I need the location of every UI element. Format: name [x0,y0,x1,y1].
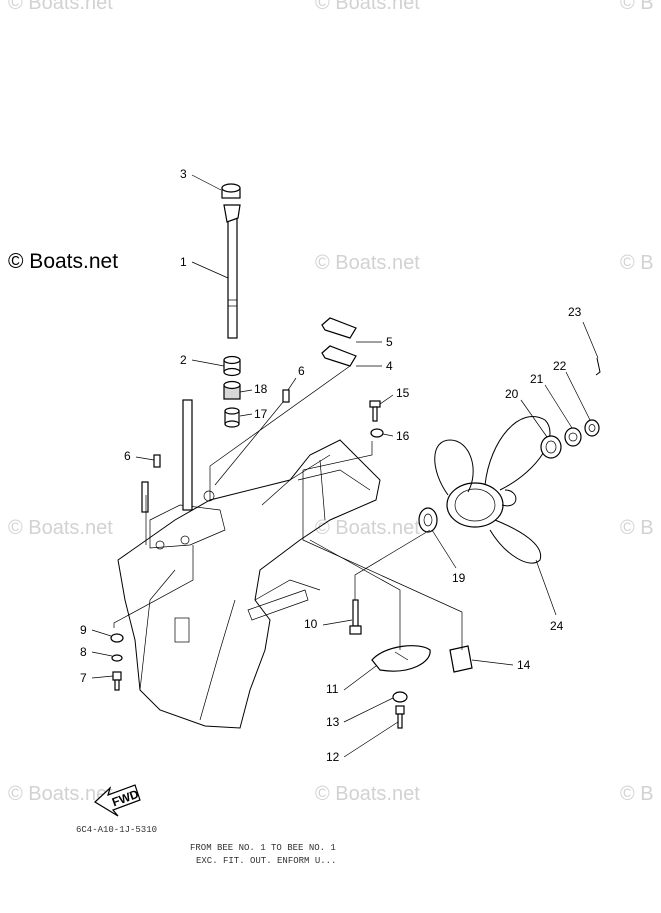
callout-6b: 6 [124,449,131,463]
watermark: © B [620,517,654,539]
callout-4: 4 [386,359,393,373]
watermark-main: © Boats.net [8,250,119,273]
callout-3: 3 [180,167,187,181]
callout-17: 17 [254,407,268,421]
lower-case-housing [117,399,381,729]
watermark: © Boats.net [315,517,420,539]
callout-7: 7 [80,671,87,685]
spacer-part [418,507,438,533]
callout-12: 12 [326,750,340,764]
callout-22: 22 [553,359,567,373]
callout-18: 18 [254,382,268,396]
callout-21: 21 [530,372,544,386]
fwd-arrow-icon: FWD [94,784,141,817]
callout-9: 9 [80,623,87,637]
watermark: © Boats.net [315,783,420,805]
watermark: © B [620,783,654,805]
bolt-part [369,400,381,422]
bushing-part [223,355,241,377]
callout-23: 23 [568,305,582,319]
callout-16: 16 [396,429,410,443]
callout-11: 11 [326,682,339,696]
leader-lines [91,174,599,758]
washer-part [564,427,582,447]
callout-20: 20 [505,387,519,401]
dowel-pin-part [153,454,161,468]
callout-13: 13 [326,715,340,729]
callout-10: 10 [304,617,318,631]
watermark: © B [620,0,654,14]
callout-5: 5 [386,335,393,349]
watermark: © Boats.net [8,517,113,539]
propeller-part [434,416,551,564]
callout-14: 14 [517,658,531,672]
drive-shaft-part [223,204,241,339]
watermark: © Boats.net [8,0,113,14]
cotter-pin-part [595,357,601,376]
note-line-1: FROM BEE NO. 1 TO BEE NO. 1 [190,843,336,853]
anode-part [449,645,473,673]
bushing-part [221,183,241,199]
callout-2: 2 [180,353,187,367]
bolt-part [349,599,362,635]
watermark: © B [620,252,654,274]
callout-8: 8 [80,645,87,659]
diagram-code: 6C4-A10-1J-5310 [76,825,157,835]
callout-24: 24 [550,619,564,633]
collar-part [224,407,240,428]
washer-part [110,633,124,643]
prop-nut-part [584,419,600,437]
callout-1: 1 [180,255,187,269]
callout-6: 6 [298,364,305,378]
bolt-part [112,671,122,691]
shim-part [321,317,357,367]
bolt-part [395,705,405,729]
washer-part [540,435,562,459]
callout-15: 15 [396,386,410,400]
washer-part [392,691,408,703]
watermark: © Boats.net [315,0,420,14]
callout-19: 19 [452,571,466,585]
washer-part [111,654,123,662]
note-line-2: EXC. FIT. OUT. ENFORM U... [196,856,336,866]
washer-part [370,428,384,438]
watermark: © Boats.net [315,252,420,274]
watermark: © Boats.net [8,783,113,805]
sleeve-part [223,380,241,400]
trim-tab-part [371,645,431,672]
callout-labels: 1 2 3 4 5 6 6 7 8 9 10 11 12 13 14 15 16… [80,167,582,764]
dowel-pin-part [282,389,290,403]
